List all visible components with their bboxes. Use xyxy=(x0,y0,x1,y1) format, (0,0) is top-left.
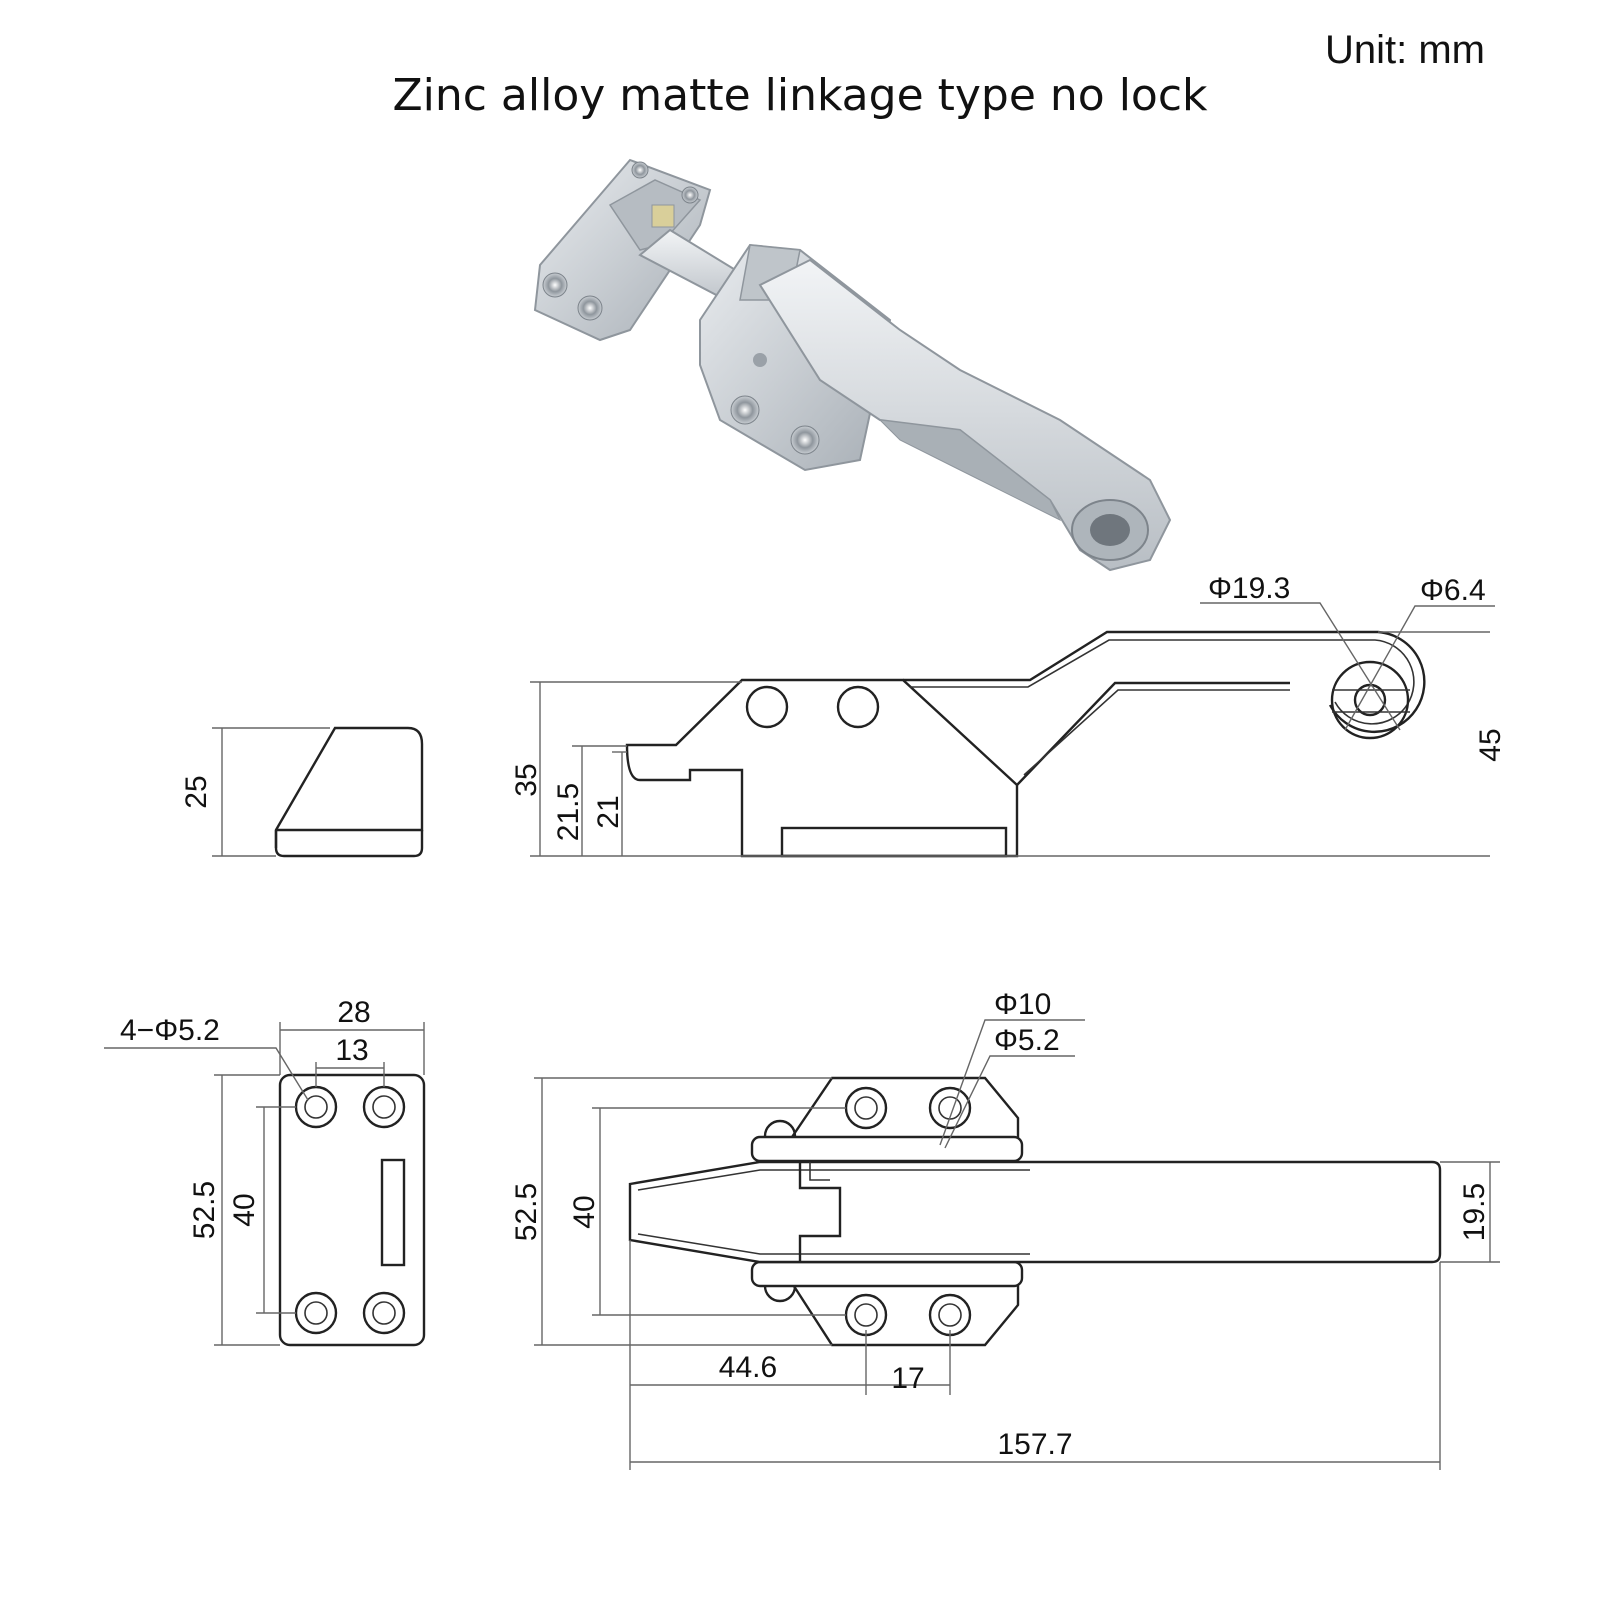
unit-label: Unit: mm xyxy=(1325,28,1485,72)
dim-dia-19-3: Φ19.3 xyxy=(1208,572,1290,605)
dim-main-spacing-40: 40 xyxy=(568,1195,601,1228)
latch-photo-icon xyxy=(533,158,1172,572)
dim-height-21-5: 21.5 xyxy=(552,783,585,841)
page-title: Zinc alloy matte linkage type no lock xyxy=(392,70,1208,121)
dim-height-21: 21 xyxy=(592,795,625,828)
top-latch-drawing xyxy=(534,1019,1500,1470)
dim-height-35: 35 xyxy=(510,763,543,796)
dim-plate-height-52-5: 52.5 xyxy=(188,1181,221,1239)
dim-height-45: 45 xyxy=(1474,728,1507,761)
side-block-drawing xyxy=(212,726,424,858)
dim-dia-10: Φ10 xyxy=(994,988,1051,1021)
top-plate-drawing xyxy=(104,1022,426,1347)
dim-dia-5-2: Φ5.2 xyxy=(994,1024,1060,1057)
dim-spacing-13: 13 xyxy=(335,1034,368,1067)
dim-main-height-52-5: 52.5 xyxy=(510,1183,543,1241)
dim-holes-4-d5-2: 4−Φ5.2 xyxy=(120,1014,220,1047)
dim-plate-spacing-40: 40 xyxy=(228,1193,261,1226)
dim-block-height: 25 xyxy=(180,775,213,808)
dim-length-157-7: 157.7 xyxy=(997,1428,1072,1461)
dim-width-28: 28 xyxy=(337,996,370,1029)
dim-offset-44-6: 44.6 xyxy=(719,1351,777,1384)
dim-dia-6-4: Φ6.4 xyxy=(1420,574,1486,607)
dim-spacing-17: 17 xyxy=(891,1362,924,1395)
dim-handle-19-5: 19.5 xyxy=(1458,1183,1491,1241)
side-latch-drawing xyxy=(530,602,1495,858)
